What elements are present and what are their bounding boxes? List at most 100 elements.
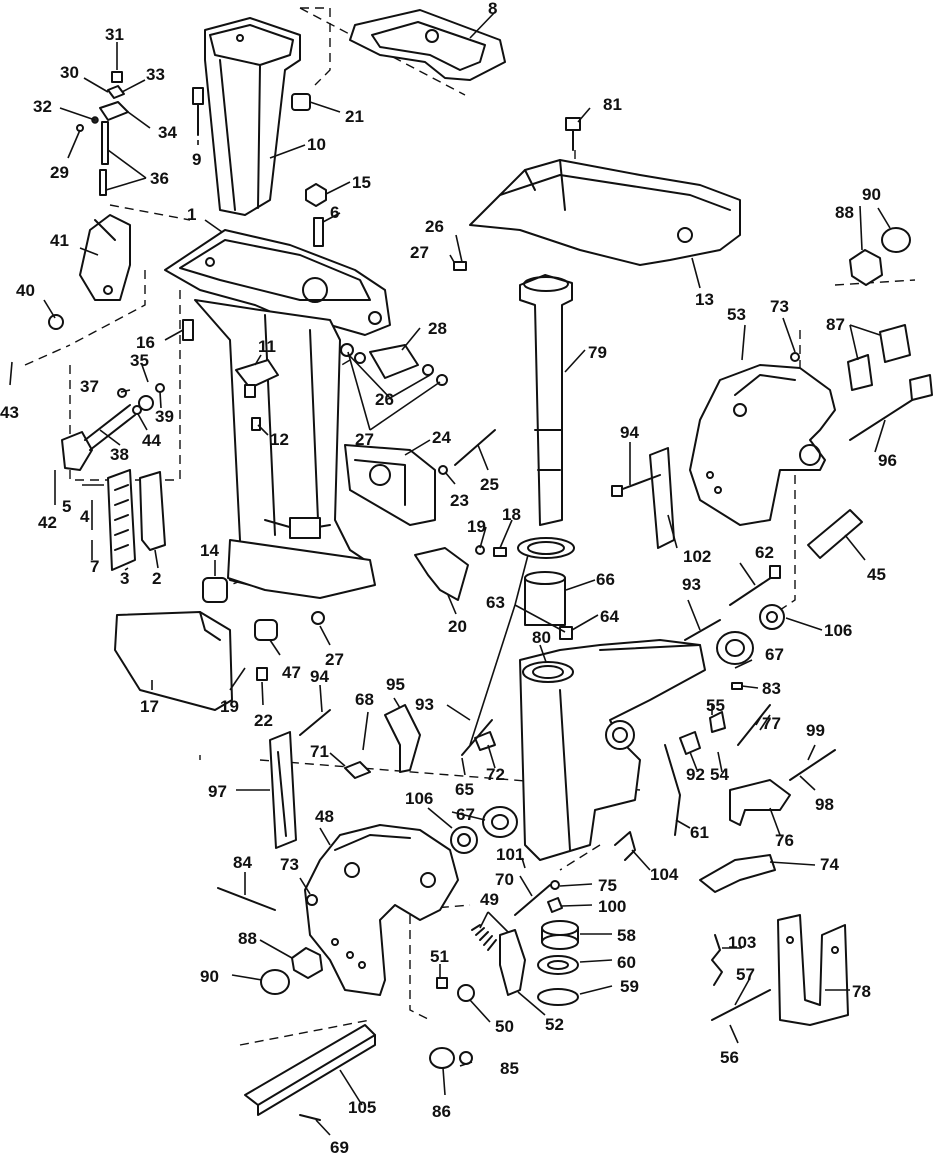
part-96-clamp-screw (849, 374, 933, 441)
callout-102: 102 (683, 547, 711, 566)
part-61-rod (664, 744, 681, 836)
callout-67b: 67 (765, 645, 784, 664)
callout-20: 20 (448, 617, 467, 636)
callout-labels: 1 2 3 4 5 6 7 8 9 10 11 12 13 14 15 16 1… (0, 0, 897, 1153)
callout-73a: 73 (770, 297, 789, 316)
callout-38: 38 (110, 445, 129, 464)
part-2-cover (139, 471, 166, 551)
callout-73b: 73 (280, 855, 299, 874)
callout-77: 77 (762, 714, 781, 733)
callout-24: 24 (432, 428, 451, 447)
part-10-exhaust-housing (204, 17, 301, 216)
callout-66: 66 (596, 570, 615, 589)
part-64-insert (559, 626, 573, 640)
callout-8: 8 (488, 0, 497, 18)
part-8-gasket (349, 9, 506, 81)
callout-34: 34 (158, 123, 177, 142)
part-48-clamp-bracket-left (304, 824, 459, 996)
callout-19a: 19 (467, 517, 486, 536)
part-62-bolt (729, 565, 781, 606)
part-9-screw (192, 87, 204, 136)
callout-81: 81 (603, 95, 622, 114)
part-92-spring (679, 731, 701, 755)
part-11-bracket (235, 359, 279, 398)
part-12-screw (251, 417, 261, 431)
part-88-nut-top (849, 249, 883, 286)
part-98-rod (789, 749, 836, 781)
part-67-bushing-left (482, 806, 518, 838)
part-80-swivel-bracket (519, 639, 706, 861)
part-58-bushing (541, 920, 579, 950)
callout-2: 2 (152, 569, 161, 588)
callout-93b: 93 (415, 695, 434, 714)
part-84-bolt (217, 887, 276, 911)
callout-88a: 88 (835, 203, 854, 222)
part-70-bolt (514, 884, 551, 916)
callout-86: 86 (432, 1102, 451, 1121)
callout-85: 85 (500, 1059, 519, 1078)
part-73-nut-lower (306, 894, 318, 906)
callout-87: 87 (826, 315, 845, 334)
callout-61: 61 (690, 823, 709, 842)
callout-16: 16 (136, 333, 155, 352)
callout-52: 52 (545, 1015, 564, 1034)
part-77-spring (737, 704, 771, 746)
part-103-spring (711, 934, 723, 986)
callout-88b: 88 (238, 929, 257, 948)
part-75-washer (550, 880, 560, 890)
part-93-pin-right (684, 619, 721, 641)
part-90-cap-top (881, 227, 911, 253)
callout-56: 56 (720, 1048, 739, 1067)
part-14-plug (202, 577, 228, 603)
part-59-o-ring (537, 988, 579, 1006)
leader-lines (9, 11, 891, 1136)
callout-3: 3 (120, 569, 129, 588)
callout-1: 1 (187, 205, 196, 224)
callout-94b: 94 (310, 667, 329, 686)
part-72-spring (474, 731, 496, 751)
callout-71: 71 (310, 742, 329, 761)
callout-32: 32 (33, 97, 52, 116)
callout-27c: 27 (325, 650, 344, 669)
callout-57: 57 (736, 965, 755, 984)
callout-14: 14 (200, 541, 219, 560)
part-63-bushing (517, 537, 575, 559)
part-69-screw (299, 1114, 321, 1121)
callout-103: 103 (728, 933, 756, 952)
part-81-bolt (565, 117, 581, 151)
callout-22: 22 (254, 711, 273, 730)
callout-25: 25 (480, 475, 499, 494)
callout-35: 35 (130, 351, 149, 370)
callout-96: 96 (878, 451, 897, 470)
callout-69: 69 (330, 1138, 349, 1153)
part-51-screw (436, 977, 448, 989)
callout-17: 17 (140, 697, 159, 716)
part-20-lower-mount (414, 545, 507, 601)
callout-27a: 27 (410, 243, 429, 262)
callout-9: 9 (192, 150, 201, 169)
part-24-rubber-mount (344, 444, 436, 526)
part-73-nut-top (790, 352, 800, 362)
callout-58: 58 (617, 926, 636, 945)
callout-63: 63 (486, 593, 505, 612)
callout-18: 18 (502, 505, 521, 524)
callout-79: 79 (588, 343, 607, 362)
callout-41: 41 (50, 231, 69, 250)
part-27-washer (311, 611, 325, 625)
part-66-bushing (524, 571, 566, 626)
callout-43: 43 (0, 403, 19, 422)
callout-84: 84 (233, 853, 252, 872)
callout-55: 55 (706, 696, 725, 715)
part-6-stud (313, 217, 324, 247)
callout-50: 50 (495, 1017, 514, 1036)
part-41-throttle-cam (48, 214, 131, 330)
part-47-grommet (254, 619, 278, 641)
callout-11: 11 (258, 337, 276, 356)
callout-62: 62 (755, 543, 774, 562)
callout-10: 10 (307, 135, 326, 154)
callout-21: 21 (345, 107, 364, 126)
callout-90a: 90 (862, 185, 881, 204)
part-88-nut-lower (291, 947, 323, 979)
part-94-bolt-left (299, 709, 331, 736)
callout-45: 45 (867, 565, 886, 584)
